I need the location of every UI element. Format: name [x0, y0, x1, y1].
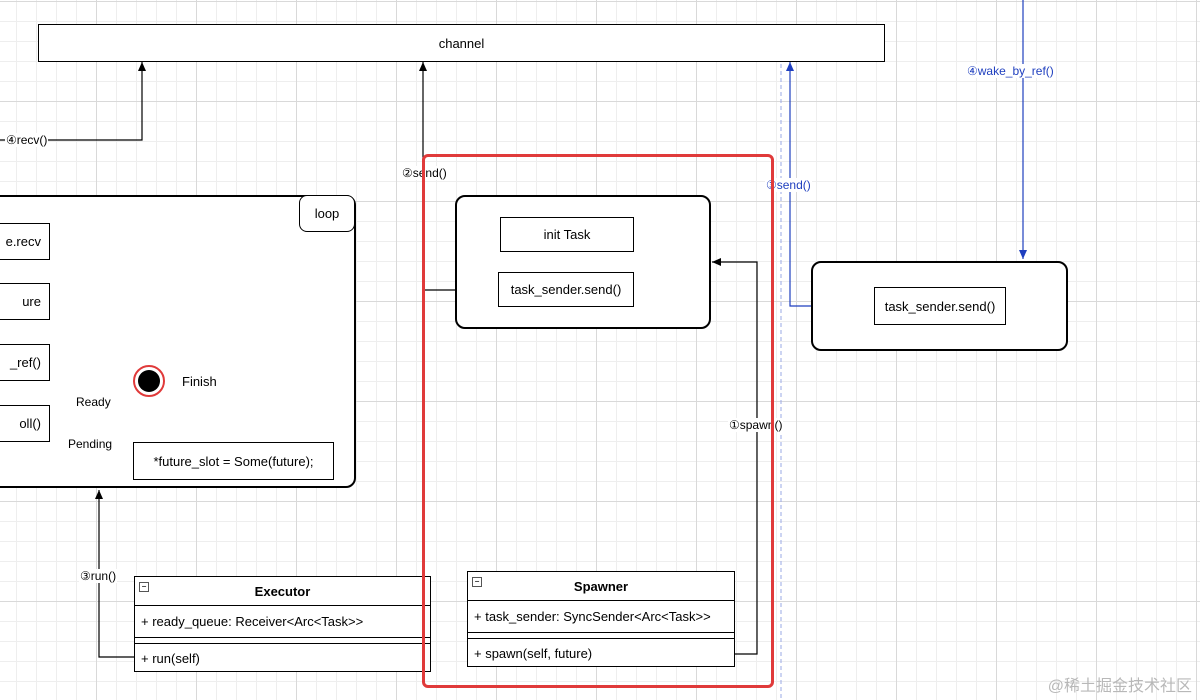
init-task-box[interactable]: init Task — [500, 217, 634, 252]
channel-label: channel — [438, 35, 485, 51]
edge-recv-label: ④recv() — [5, 133, 49, 147]
loop-step-recv-label: e.recv — [5, 234, 41, 249]
channel-box[interactable]: channel — [38, 24, 885, 62]
edge-send3-label: ③send() — [765, 178, 812, 192]
loop-step-ref[interactable]: _ref() — [0, 344, 50, 381]
loop-tag: loop — [299, 195, 355, 232]
executor-class[interactable]: − Executor + ready_queue: Receiver<Arc<T… — [134, 576, 431, 672]
executor-field: + ready_queue: Receiver<Arc<Task>> — [141, 614, 364, 629]
spawner-class-header: − Spawner — [468, 572, 734, 601]
finish-node[interactable] — [133, 365, 165, 397]
executor-method-row-main: + run(self) — [135, 644, 430, 673]
highlight-frame — [422, 154, 774, 688]
edge-spawn-label: ①spawn() — [728, 418, 784, 432]
loop-step-poll[interactable]: oll() — [0, 405, 50, 442]
loop-step-future[interactable]: ure — [0, 283, 50, 320]
executor-class-header: − Executor — [135, 577, 430, 606]
spawner-field-row: + task_sender: SyncSender<Arc<Task>> — [468, 601, 734, 633]
pending-label: Pending — [67, 437, 114, 451]
spawner-method: + spawn(self, future) — [474, 646, 593, 661]
spawner-method-row-spacer — [468, 633, 734, 639]
waker-task-sender-send-box[interactable]: task_sender.send() — [874, 287, 1006, 325]
init-task-label: init Task — [543, 227, 591, 242]
executor-method: + run(self) — [141, 651, 200, 666]
executor-class-title: Executor — [254, 583, 311, 599]
collapse-icon[interactable]: − — [472, 577, 482, 587]
spawner-method-row: + spawn(self, future) — [468, 639, 734, 668]
spawner-class[interactable]: − Spawner + task_sender: SyncSender<Arc<… — [467, 571, 735, 667]
spawner-class-title: Spawner — [573, 578, 629, 594]
loop-step-recv[interactable]: e.recv — [0, 223, 50, 260]
collapse-icon[interactable]: − — [139, 582, 149, 592]
edge-run-label: ③run() — [79, 569, 118, 583]
loop-step-poll-label: oll() — [19, 416, 41, 431]
waker-task-sender-send-label: task_sender.send() — [884, 298, 996, 314]
task-sender-send-box[interactable]: task_sender.send() — [498, 272, 634, 307]
edge-recv — [0, 62, 146, 141]
finish-node-core — [138, 370, 160, 392]
watermark: @稀土掘金技术社区 — [1047, 678, 1192, 695]
loop-container[interactable] — [0, 195, 356, 488]
executor-method-row — [135, 638, 430, 644]
task-sender-send-label: task_sender.send() — [510, 282, 622, 297]
spawner-field: + task_sender: SyncSender<Arc<Task>> — [474, 609, 711, 624]
executor-field-row: + ready_queue: Receiver<Arc<Task>> — [135, 606, 430, 638]
future-slot-label: *future_slot = Some(future); — [153, 453, 314, 469]
future-slot-box[interactable]: *future_slot = Some(future); — [133, 442, 334, 480]
loop-step-future-label: ure — [22, 294, 41, 309]
ready-label: Ready — [75, 395, 112, 409]
edge-wake-by-ref-label: ④wake_by_ref() — [966, 64, 1055, 78]
finish-label: Finish — [182, 374, 217, 389]
loop-tag-label: loop — [314, 206, 340, 221]
loop-step-ref-label: _ref() — [9, 355, 41, 370]
